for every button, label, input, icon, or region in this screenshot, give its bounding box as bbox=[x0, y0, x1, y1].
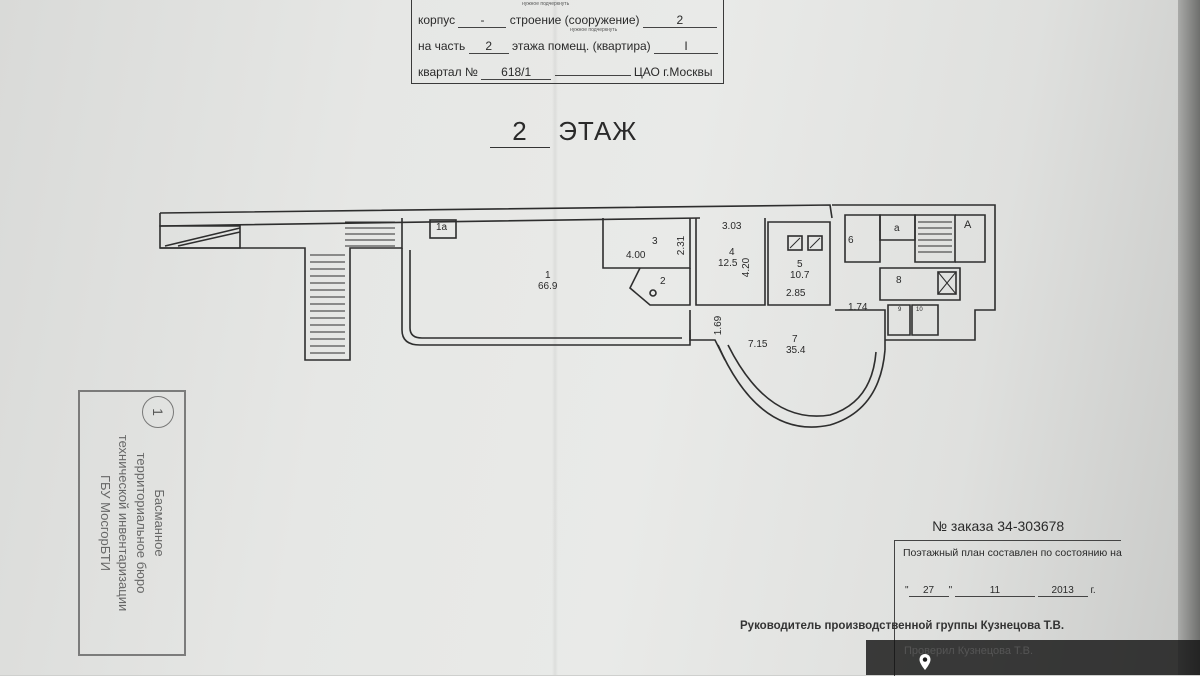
entry-stair-slope bbox=[164, 227, 241, 247]
label-room-9-num: 9 bbox=[898, 307, 902, 313]
room-5-fixture-2 bbox=[807, 235, 823, 251]
order-number: № заказа 34-303678 bbox=[932, 518, 1065, 534]
room-1-wall bbox=[401, 248, 691, 346]
header-row2-label2: этажа помещ. (квартира) bbox=[512, 39, 651, 53]
room-5-wall bbox=[767, 221, 831, 306]
header-row3-value: 618/1 bbox=[481, 65, 552, 80]
stamp-text: Басманное территориальное бюро техническ… bbox=[96, 435, 168, 611]
label-room-4-top: 3.03 bbox=[722, 221, 742, 232]
stamp-line-2: территориальное бюро bbox=[134, 452, 149, 594]
label-room-1a: 1а bbox=[436, 222, 448, 233]
label-room-2-num: 2 bbox=[660, 276, 666, 287]
label-room-1-area: 66.9 bbox=[538, 281, 558, 292]
room-A-wall bbox=[955, 214, 986, 263]
footer-year: 2013 bbox=[1037, 585, 1088, 597]
header-tiny-note-2: нужное подчеркнуть bbox=[570, 27, 618, 33]
header-row3-blank bbox=[554, 75, 631, 76]
label-room-6-num: 6 bbox=[848, 235, 854, 246]
header-row-part: на часть 2 этажа помещ. (квартира) I bbox=[418, 39, 719, 54]
stamp-line-1: Басманное bbox=[152, 489, 167, 557]
room-7-right-wall bbox=[835, 309, 886, 350]
stamp-line-4: ГБУ МосгорБТИ bbox=[98, 475, 113, 571]
header-row1-label: корпус bbox=[418, 13, 456, 27]
footer-day: 27 bbox=[908, 585, 949, 597]
location-pin-icon[interactable] bbox=[918, 653, 932, 671]
room-1-inner-wall bbox=[409, 250, 682, 339]
label-room-A: А bbox=[964, 219, 972, 231]
header-row3-value2: ЦАО г.Москвы bbox=[633, 65, 713, 79]
header-row1-value: - bbox=[458, 13, 507, 28]
room-7-bay-inner bbox=[727, 344, 877, 417]
label-room-a: а bbox=[894, 223, 900, 234]
room-5-fixture-1 bbox=[787, 235, 803, 251]
footer-box: Поэтажный план составлен по состоянию на… bbox=[894, 540, 1122, 676]
label-dim-169: 1.69 bbox=[713, 315, 725, 336]
room-7-bay-wall bbox=[717, 344, 886, 428]
label-room-5-num: 5 bbox=[797, 259, 803, 270]
header-row-quarter: квартал № 618/1 ЦАО г.Москвы bbox=[418, 65, 712, 80]
floor-label: ЭТАЖ bbox=[558, 116, 638, 146]
header-row3-label: квартал № bbox=[418, 65, 478, 79]
footer-year-suffix: г. bbox=[1090, 585, 1096, 596]
floor-title: 2 ЭТАЖ bbox=[490, 116, 637, 148]
header-row2-value2: I bbox=[654, 39, 719, 54]
label-room-3-w: 4.00 bbox=[626, 250, 646, 261]
footer-date: "27" 11 2013 г. bbox=[905, 585, 1096, 597]
paper-edge-shadow bbox=[1178, 0, 1200, 675]
room-1a-wall bbox=[429, 219, 457, 239]
label-room-5-dim: 2.85 bbox=[786, 288, 806, 299]
header-form: нужное подчеркнуть корпус - строение (со… bbox=[411, 0, 724, 84]
room-6-wall bbox=[844, 214, 881, 263]
room-4-wall bbox=[695, 218, 766, 306]
header-row2-label: на часть bbox=[418, 39, 466, 53]
rooms-9-10-wall bbox=[887, 304, 939, 336]
bti-stamp: 1 Басманное территориальное бюро техниче… bbox=[78, 390, 186, 656]
label-room-4-num: 4 bbox=[729, 247, 735, 258]
label-room-5-area: 10.7 bbox=[790, 270, 810, 281]
header-row-building: корпус - строение (сооружение) 2 bbox=[418, 13, 717, 28]
header-row1-label2: строение (сооружение) bbox=[509, 13, 640, 27]
label-room-8-num: 8 bbox=[896, 275, 902, 286]
label-room-7-area: 35.4 bbox=[786, 345, 806, 356]
label-room-4-h: 4.20 bbox=[741, 257, 753, 278]
label-room-7-w: 7.15 bbox=[748, 339, 768, 350]
label-dim-174: 1.74 bbox=[848, 302, 868, 313]
label-room-10-num: 10 bbox=[916, 307, 923, 313]
checked-by-line: Проверил Кузнецова Т.В. bbox=[904, 645, 1033, 657]
floor-number: 2 bbox=[490, 116, 550, 148]
header-tiny-note: нужное подчеркнуть bbox=[522, 1, 570, 7]
right-block-wall bbox=[832, 204, 996, 341]
label-room-3-num: 3 bbox=[652, 236, 658, 247]
room-2-wall bbox=[629, 267, 691, 306]
label-room-7-num: 7 bbox=[792, 334, 798, 345]
stamp-circle: 1 bbox=[142, 396, 174, 428]
room-3-wall bbox=[602, 218, 691, 269]
footer-month: 11 bbox=[954, 585, 1035, 597]
label-room-3-h: 2.31 bbox=[676, 235, 688, 256]
stamp-line-3: технической инвентаризации bbox=[116, 434, 131, 612]
room-8-fixture bbox=[937, 271, 957, 295]
label-room-4-area: 12.5 bbox=[718, 258, 738, 269]
header-row1-value2: 2 bbox=[642, 13, 717, 28]
stair-treads bbox=[310, 221, 952, 354]
footer-plan-state: Поэтажный план составлен по состоянию на bbox=[903, 547, 1122, 559]
header-row2-value: 2 bbox=[468, 39, 509, 54]
room-2-fixture bbox=[649, 289, 657, 297]
label-room-1-num: 1 bbox=[545, 270, 551, 281]
head-signature-line: Руководитель производственной группы Куз… bbox=[740, 620, 1065, 632]
room-8-wall bbox=[879, 267, 961, 301]
